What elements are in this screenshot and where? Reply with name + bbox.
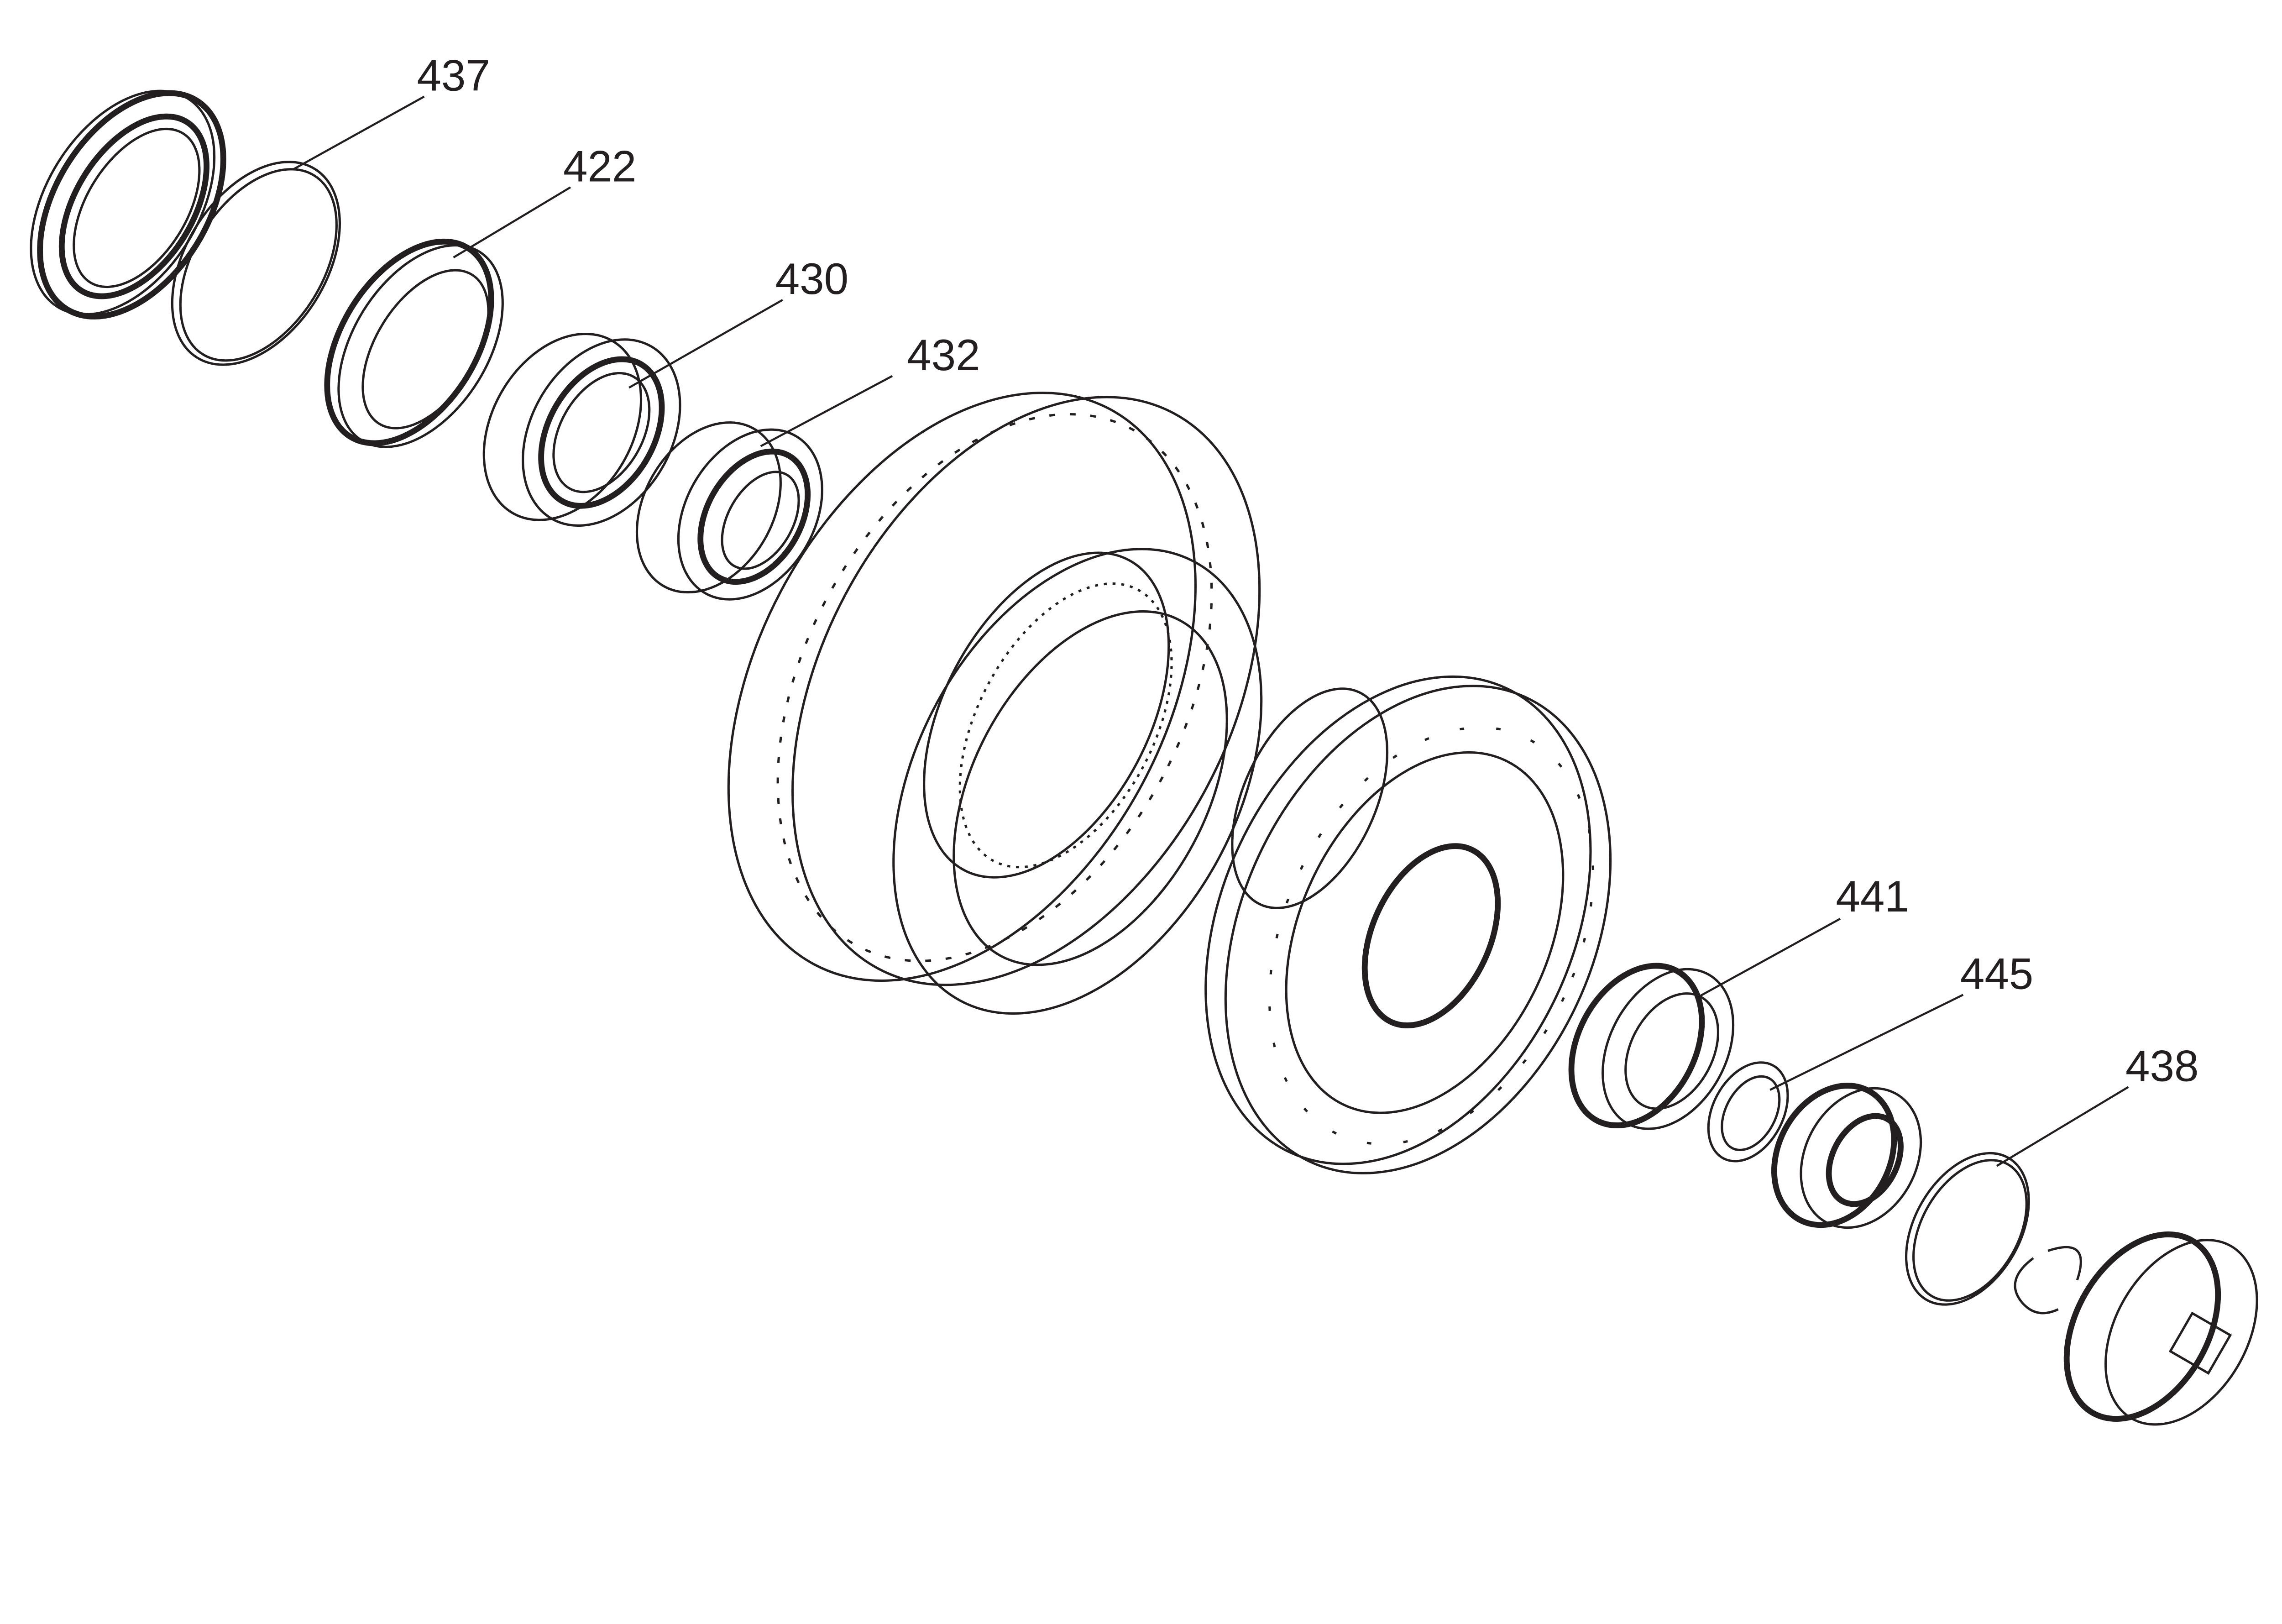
axle-nut-part: [1771, 1083, 1922, 1229]
brake-disc-part: [727, 392, 1263, 1015]
leader-438: [1996, 1086, 2129, 1167]
leader-422: [453, 186, 571, 259]
wheel-hub-part: [1204, 675, 1612, 1174]
part-label-432: 432: [907, 331, 980, 380]
part-label-437: 437: [417, 52, 490, 100]
leader-441: [1696, 917, 1841, 999]
leader-445: [1769, 994, 1964, 1091]
leader-430: [628, 299, 783, 389]
seal-part: [30, 89, 226, 320]
part-label-422: 422: [563, 142, 636, 191]
leader-437: [292, 95, 425, 171]
hub-bearing-part: [1568, 963, 1735, 1130]
lock-washer-part: [1707, 1061, 1789, 1163]
diagram-frame: 437 422 430 432 441 445 438: [30, 52, 2258, 1426]
part-label-438: 438: [2125, 1042, 2198, 1091]
outer-bearing-part: [635, 421, 823, 601]
part-label-430: 430: [775, 255, 848, 304]
leader-432: [760, 375, 893, 447]
exploded-hub-diagram: 437 422 430 432 441 445 438: [30, 52, 2258, 1426]
part-label-441: 441: [1836, 872, 1909, 921]
retaining-plate-part: [324, 238, 504, 448]
snap-ring-part: [1905, 1152, 2030, 1306]
clip-part: [2014, 1246, 2082, 1315]
part-label-445: 445: [1960, 950, 2033, 999]
inner-bearing-part: [482, 332, 681, 527]
hub-cap-part: [2063, 1231, 2258, 1426]
ring-437-part: [171, 161, 341, 366]
